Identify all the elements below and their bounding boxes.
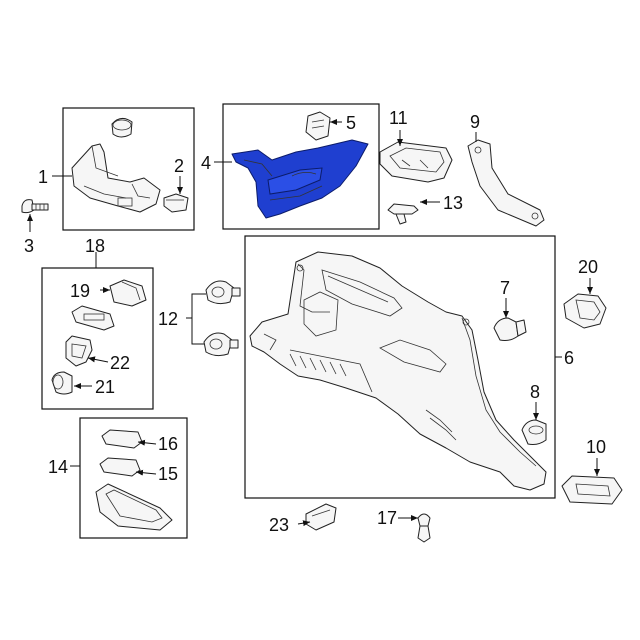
callout-6: 6 [564, 348, 574, 368]
callout-7: 7 [500, 278, 510, 298]
group-box-14 [79, 417, 188, 539]
leader-lines [27, 119, 600, 527]
part-13-plug[interactable] [387, 203, 419, 225]
callout-10: 10 [586, 437, 606, 457]
part-14-cover[interactable] [95, 483, 173, 531]
part-5-clip[interactable] [305, 111, 331, 141]
part-19-switch[interactable] [109, 279, 147, 307]
callout-5: 5 [346, 113, 356, 133]
group-box-4 [222, 103, 380, 230]
part-10-plate[interactable] [561, 475, 623, 505]
group-box-6 [244, 235, 556, 499]
part-cap[interactable] [111, 118, 133, 138]
callout-9: 9 [470, 112, 480, 132]
part-8-clip[interactable] [521, 419, 547, 445]
part-20-switch[interactable] [563, 293, 607, 329]
part-3-screw[interactable] [21, 199, 49, 214]
callout-8: 8 [530, 382, 540, 402]
callout-18: 18 [85, 236, 105, 256]
callout-16: 16 [158, 434, 178, 454]
callout-13: 13 [443, 193, 463, 213]
part-16-strip[interactable] [101, 429, 143, 449]
callout-17: 17 [377, 508, 397, 528]
callouts: 1 2 3 4 5 11 9 13 18 19 22 21 12 7 6 8 2… [24, 108, 606, 535]
callout-15: 15 [158, 464, 178, 484]
callout-12: 12 [158, 309, 178, 329]
callout-2: 2 [174, 156, 184, 176]
group-box-18 [41, 267, 154, 410]
callout-20: 20 [578, 257, 598, 277]
part-9-bracket[interactable] [467, 139, 545, 227]
part-15-strip[interactable] [99, 457, 141, 477]
callout-4: 4 [201, 153, 211, 173]
part-12-clip-lower[interactable] [203, 332, 239, 357]
part-2-clip[interactable] [163, 193, 189, 213]
callout-22: 22 [110, 353, 130, 373]
callout-23: 23 [269, 515, 289, 535]
group-box-1 [62, 107, 195, 231]
part-23-clip[interactable] [305, 503, 337, 531]
part-1-bracket[interactable] [71, 143, 161, 213]
part-plate[interactable] [71, 305, 115, 331]
callout-14: 14 [48, 457, 68, 477]
part-7-clip[interactable] [493, 317, 527, 341]
callout-3: 3 [24, 236, 34, 256]
part-6-quarter-panel[interactable] [249, 251, 547, 491]
part-22-bezel[interactable] [65, 335, 93, 367]
callout-11: 11 [389, 108, 408, 128]
callout-1: 1 [38, 167, 48, 187]
part-4-trim-panel-highlighted[interactable] [231, 139, 369, 219]
part-17-pin[interactable] [417, 513, 431, 543]
part-12-clip-upper[interactable] [205, 280, 241, 305]
part-11-tray[interactable] [379, 141, 453, 183]
part-21-socket[interactable] [51, 371, 73, 395]
callout-19: 19 [70, 281, 90, 301]
callout-21: 21 [95, 377, 115, 397]
